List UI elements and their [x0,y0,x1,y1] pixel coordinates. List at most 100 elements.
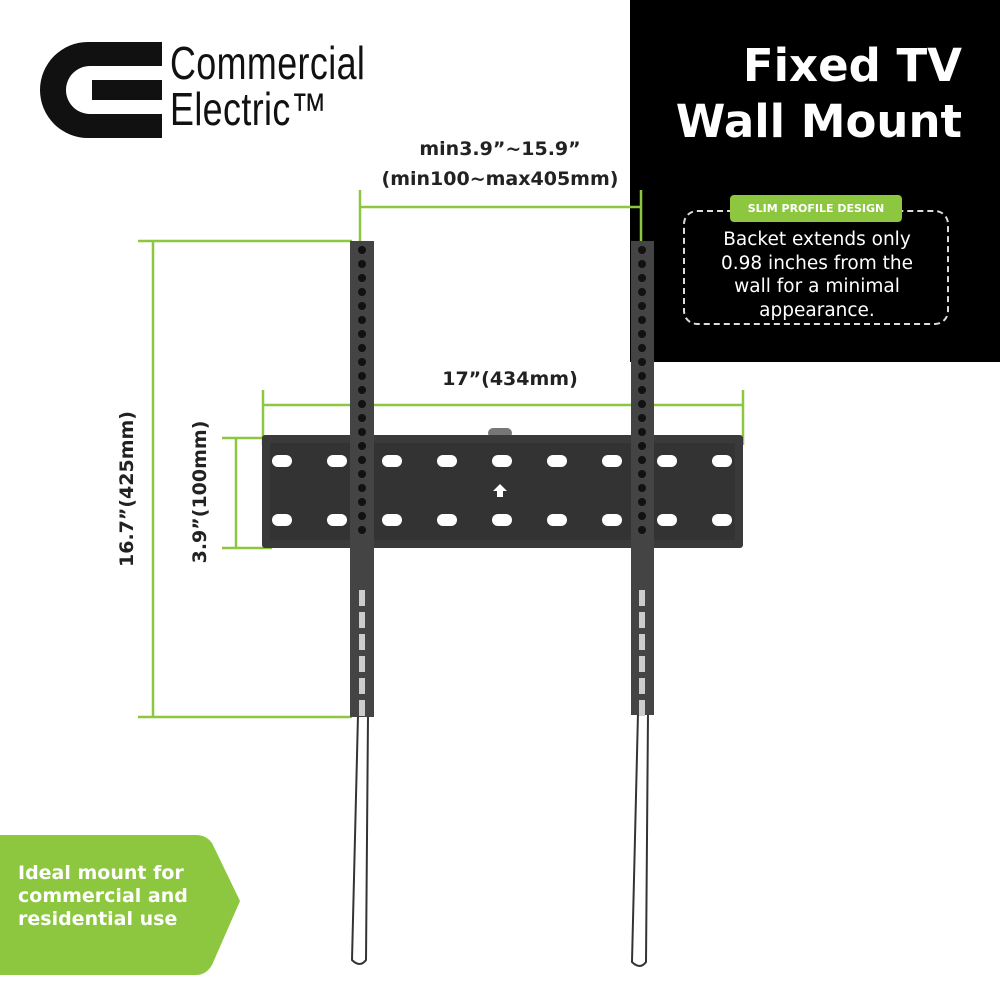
plate-slot [602,514,622,526]
rail-hole [358,344,366,352]
callout-arrow [0,835,240,975]
plate-width-label: 17”(434mm) [442,368,578,390]
safety-cords [350,712,649,967]
rail-hole [638,498,646,506]
callout-text: Ideal mount for commercial and residenti… [18,862,188,931]
rail-slot [359,656,365,672]
rail-hole [638,302,646,310]
rail-hole [638,428,646,436]
description-line: Backet extends only [723,229,911,250]
rail-hole [638,344,646,352]
rail-hole [638,246,646,254]
rail-hole [358,316,366,324]
rail-hole [358,302,366,310]
rail-slot [359,590,365,606]
rail-hole [638,358,646,366]
rail-hole [638,330,646,338]
dimension-lines [138,190,745,719]
plate-height-label: 3.9”(100mm) [189,420,211,564]
product-title: Fixed TV Wall Mount [676,38,962,150]
rail-hole [358,288,366,296]
brand-logo-icon [40,42,162,138]
plate-slot [437,514,457,526]
rail-hole [638,442,646,450]
rail-hole [358,512,366,520]
rail-slot [359,700,365,716]
plate-slot [382,455,402,467]
rail-hole [358,428,366,436]
rail-hole [358,246,366,254]
rail-hole [638,274,646,282]
rail-hole [358,260,366,268]
rail-slot [639,612,645,628]
plate-slot [272,455,292,467]
plate-slot [547,455,567,467]
description-line: 0.98 inches from the [720,252,914,274]
rail-slot [639,634,645,650]
rail-hole [638,316,646,324]
plate-slot [382,514,402,526]
plate-slot [712,514,732,526]
feature-description: Backet extends only 0.98 inches from the… [690,228,944,322]
rail-hole [638,526,646,534]
rail-hole [638,386,646,394]
rail-hole [638,260,646,268]
plate-slot [327,455,347,467]
rail-slot [359,678,365,694]
right-rail [631,241,654,715]
plate-slot [492,455,512,467]
rail-hole [638,414,646,422]
rail-hole [358,456,366,464]
plate-slot [712,455,732,467]
rail-hole [358,372,366,380]
rail-slot [359,634,365,650]
plate-slot [547,514,567,526]
rail-hole [358,274,366,282]
rail-hole [638,400,646,408]
rail-slot [639,590,645,606]
rail-hole [638,456,646,464]
plate-slot [492,514,512,526]
brand-line-2: Electric™ [170,83,328,135]
brand-name: Commercial Electric™ [170,40,365,132]
up-arrow-icon [493,484,507,497]
rail-slot [359,612,365,628]
plate-slot [272,514,292,526]
feature-badge: SLIM PROFILE DESIGN [730,195,902,222]
rail-slot [639,700,645,716]
callout-line: commercial and [18,885,188,907]
rail-hole [638,512,646,520]
callout-line: residential use [18,908,178,930]
rail-spacing-mm-label: (min100~max405mm) [381,168,619,190]
description-line: wall for a minimal [734,276,900,297]
rail-hole [358,526,366,534]
title-line-1: Fixed TV [742,39,962,92]
rail-height-label: 16.7”(425mm) [116,411,138,567]
rail-hole [638,372,646,380]
rail-hole [358,400,366,408]
rail-hole [638,288,646,296]
rail-hole [358,330,366,338]
plate-slot [327,514,347,526]
plate-slot [437,455,457,467]
rail-hole [358,470,366,478]
rail-hole [638,470,646,478]
rail-hole [358,414,366,422]
brand-line-1: Commercial [170,37,366,89]
title-line-2: Wall Mount [675,95,962,148]
rail-hole [638,484,646,492]
plate-slot [657,455,677,467]
rail-hole [358,358,366,366]
description-line: appearance. [759,299,875,321]
rail-slot [639,656,645,672]
rail-spacing-label: min3.9”~15.9” [419,138,581,160]
plate-slot [602,455,622,467]
rail-slot [639,678,645,694]
plate-slot [657,514,677,526]
rail-hole [358,498,366,506]
callout-line: Ideal mount for [18,862,184,884]
rail-hole [358,484,366,492]
rail-hole [358,442,366,450]
rail-hole [358,386,366,394]
